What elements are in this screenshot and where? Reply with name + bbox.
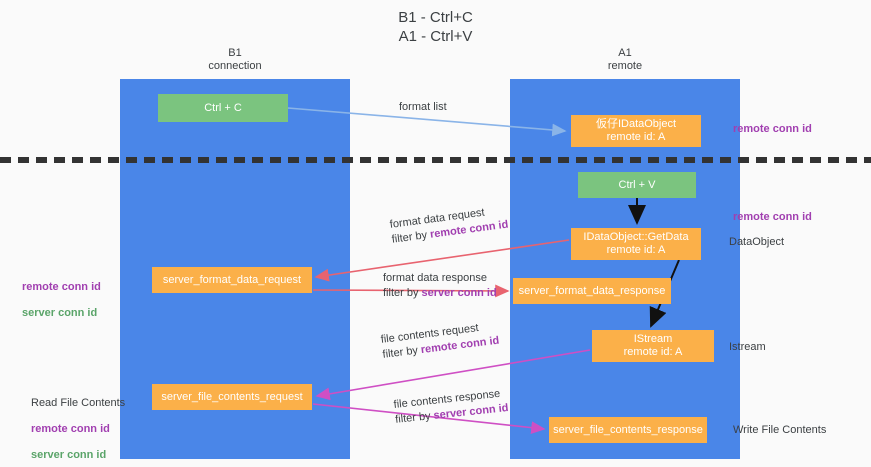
node-istream[interactable]: IStream remote id: A xyxy=(592,330,714,362)
annotation-dataobject: DataObject xyxy=(729,236,785,248)
page-title: B1 - Ctrl+C A1 - Ctrl+V xyxy=(398,9,473,45)
phase-divider xyxy=(0,157,871,163)
column-header-b1: B1 connection xyxy=(208,47,262,72)
annotation-read-file-contents: Read File Contents xyxy=(31,397,126,409)
annotation-left-remote-conn-id-2: remote conn id xyxy=(31,423,110,435)
edge-label-fcres-filter-prefix: filter by xyxy=(394,409,435,426)
annotation-left-server-conn-id: server conn id xyxy=(22,307,98,319)
node-server-format-data-request[interactable]: server_format_data_request xyxy=(152,267,312,293)
edge-label-file-contents-request: file contents request filter by remote c… xyxy=(380,319,500,363)
annotation-write-file-contents: Write File Contents xyxy=(733,424,827,436)
node-server-file-contents-response[interactable]: server_file_contents_response xyxy=(549,417,707,443)
edge-label-fdres-filter-prefix: filter by xyxy=(383,287,422,299)
node-ctrl-c[interactable]: Ctrl + C xyxy=(158,94,288,122)
annotation-remote-conn-id-top: remote conn id xyxy=(733,123,812,135)
annotation-left-read-file-contents-group: Read File Contents remote conn id server… xyxy=(31,384,125,467)
annotation-left-server-conn-id-2: server conn id xyxy=(31,449,107,461)
edge-label-fdreq-filter-prefix: filter by xyxy=(391,228,431,246)
edge-label-fdres-filter-key: server conn id xyxy=(421,287,497,299)
edge-label-format-data-response-text: format data response xyxy=(383,272,487,284)
node-server-file-contents-request[interactable]: server_file_contents_request xyxy=(152,384,312,410)
annotation-left-conn-ids: remote conn id server conn id xyxy=(22,268,101,333)
edge-label-format-data-response: format data response filter by server co… xyxy=(383,271,497,301)
annotation-remote-conn-id-mid: remote conn id xyxy=(733,211,812,223)
node-ctrl-v[interactable]: Ctrl + V xyxy=(578,172,696,198)
annotation-left-remote-conn-id: remote conn id xyxy=(22,281,101,293)
edge-label-file-contents-response: file contents response filter by server … xyxy=(393,386,509,428)
edge-label-format-data-request: format data request filter by remote con… xyxy=(389,203,509,248)
node-idataobject-getdata[interactable]: IDataObject::GetData remote id: A xyxy=(571,228,701,260)
node-idataobject[interactable]: 仮仔IDataObject remote id: A xyxy=(571,115,701,147)
annotation-istream: Istream xyxy=(729,341,766,353)
column-header-a1: A1 remote xyxy=(607,47,643,72)
edge-label-format-list-text: format list xyxy=(399,101,447,113)
node-server-format-data-response[interactable]: server_format_data_response xyxy=(513,278,671,304)
edge-label-format-list: format list xyxy=(399,100,447,115)
edge-label-fcreq-filter-prefix: filter by xyxy=(381,344,422,361)
